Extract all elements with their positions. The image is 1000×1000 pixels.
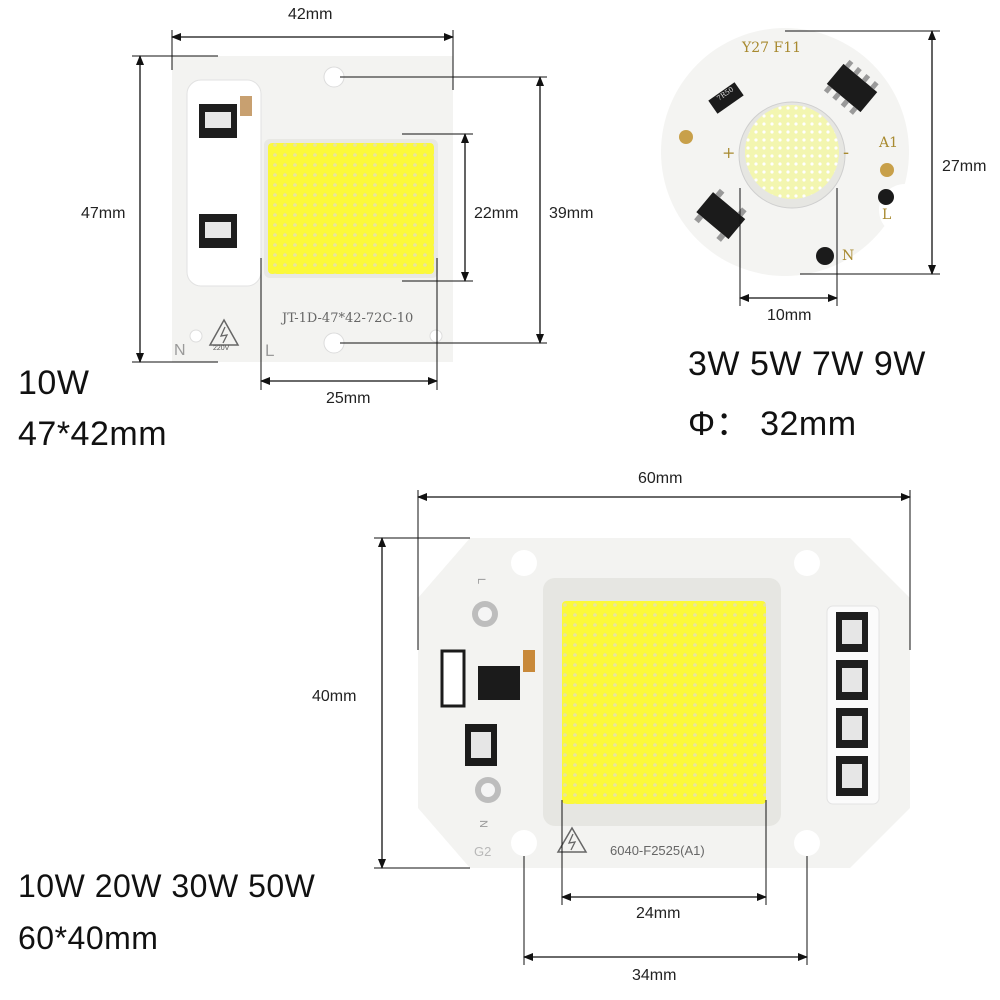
terminal-l-10w: L xyxy=(265,341,275,360)
led-chip-large-yellow xyxy=(562,601,766,804)
terminal-n-round: N xyxy=(842,248,855,264)
caption-round-power: 3W 5W 7W 9W xyxy=(688,345,926,383)
driver-ic-top-right xyxy=(823,59,879,115)
mount-hole-round-l xyxy=(878,189,894,205)
smd-resistor-large xyxy=(523,650,535,672)
mount-hole-large-tr xyxy=(794,550,820,576)
dim-10w-height: 47mm xyxy=(81,205,126,222)
module-large xyxy=(374,490,911,965)
pcb-code-large: 6040-F2525(A1) xyxy=(610,843,705,858)
caption-round-diameter: Φ： 32mm xyxy=(688,405,857,443)
dim-large-hole-spacing: 34mm xyxy=(632,967,677,984)
module-round xyxy=(661,28,940,306)
terminal-l-large: L xyxy=(475,577,488,585)
dim-large-height: 40mm xyxy=(312,688,357,705)
smd-resistor-10w xyxy=(240,96,252,116)
rectifier-ic-bottom-left xyxy=(694,188,747,242)
led-chip-round xyxy=(745,105,839,199)
warning-voltage-10w: 220V xyxy=(213,345,230,352)
dim-10w-chip-width: 25mm xyxy=(326,390,371,407)
dim-10w-width: 42mm xyxy=(288,6,333,23)
pcb-code-10w: JT-1D-47*42-72C-10 xyxy=(282,311,414,326)
warning-triangle-icon-large xyxy=(556,826,588,853)
smd-component-large xyxy=(440,649,466,708)
pcb-code-round: Y27 F11 xyxy=(742,40,802,56)
dim-large-chip-width: 24mm xyxy=(636,905,681,922)
mount-hole-large-br xyxy=(794,830,820,856)
caption-large-power: 10W 20W 30W 50W xyxy=(18,868,316,904)
dim-10w-hole-spacing: 39mm xyxy=(549,205,594,222)
terminal-l-round: L xyxy=(882,207,892,223)
label-a1-round: A1 xyxy=(879,135,899,151)
dim-round-chip: 10mm xyxy=(767,307,812,324)
label-g2-large: G2 xyxy=(474,844,492,859)
led-chip-10w-yellow xyxy=(268,143,434,274)
dim-10w-chip-height: 22mm xyxy=(474,205,519,222)
warning-triangle-icon-10w xyxy=(208,318,240,346)
module-10w xyxy=(132,30,547,390)
driver-ic-large xyxy=(478,666,520,700)
plus-sign-round: + xyxy=(722,143,736,162)
dim-round-height: 27mm xyxy=(942,158,987,175)
terminal-n-10w: N xyxy=(174,342,186,359)
caption-large-size: 60*40mm xyxy=(18,920,159,956)
terminal-strip-large xyxy=(826,605,880,805)
smd-resistor-round xyxy=(708,82,744,114)
dim-large-width: 60mm xyxy=(638,470,683,487)
mount-hole-large-tl xyxy=(511,550,537,576)
caption-10w-size: 47*42mm xyxy=(18,415,168,453)
terminal-n-large: N xyxy=(476,820,489,828)
mount-hole-round-n xyxy=(816,247,834,265)
caption-10w-power: 10W xyxy=(18,364,90,402)
minus-sign-round: - xyxy=(843,142,850,163)
mount-hole-large-bl xyxy=(511,830,537,856)
